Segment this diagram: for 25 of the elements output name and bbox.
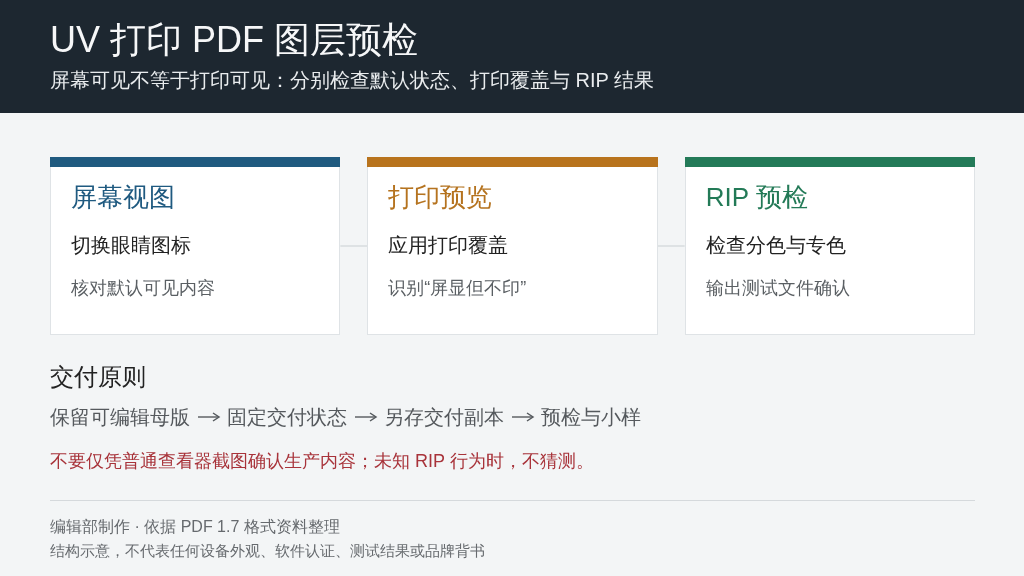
process-card bbox=[50, 157, 341, 335]
warning-note: 不要仅凭普通查看器截图确认生产内容；未知 RIP 行为时，不猜测。 bbox=[50, 450, 594, 473]
arrow bbox=[354, 412, 377, 422]
card-title: RIP 预检 bbox=[705, 181, 808, 213]
page-title: UV 打印 PDF 图层预检 bbox=[50, 18, 418, 62]
process-card bbox=[367, 157, 658, 335]
card-description: 输出测试文件确认 bbox=[705, 277, 850, 300]
arrow bbox=[197, 412, 220, 422]
card-description: 识别“屏显但不印” bbox=[388, 277, 527, 300]
footer-credit: 编辑部制作 · 依据 PDF 1.7 格式资料整理 bbox=[50, 517, 340, 537]
card-title: 打印预览 bbox=[388, 181, 493, 213]
card-subtitle: 检查分色与专色 bbox=[705, 233, 846, 258]
card-subtitle: 切换眼睛图标 bbox=[71, 233, 191, 258]
card-subtitle: 应用打印覆盖 bbox=[388, 233, 509, 258]
card-description: 核对默认可见内容 bbox=[71, 277, 215, 300]
step-text: 保留可编辑母版 bbox=[42, 403, 198, 431]
arrow bbox=[511, 412, 534, 422]
section-heading: 交付原则 bbox=[50, 362, 146, 392]
step-text: 预检与小样 bbox=[533, 403, 649, 431]
step-text: 另存交付副本 bbox=[376, 403, 512, 431]
process-card bbox=[684, 157, 975, 335]
step-text: 固定交付状态 bbox=[219, 403, 355, 431]
card-title: 屏幕视图 bbox=[71, 181, 175, 213]
page-subtitle: 屏幕可见不等于打印可见：分别检查默认状态、打印覆盖与 RIP 结果 bbox=[50, 68, 655, 93]
footer-disclaimer: 结构示意，不代表任何设备外观、软件认证、测试结果或品牌背书 bbox=[50, 541, 485, 561]
